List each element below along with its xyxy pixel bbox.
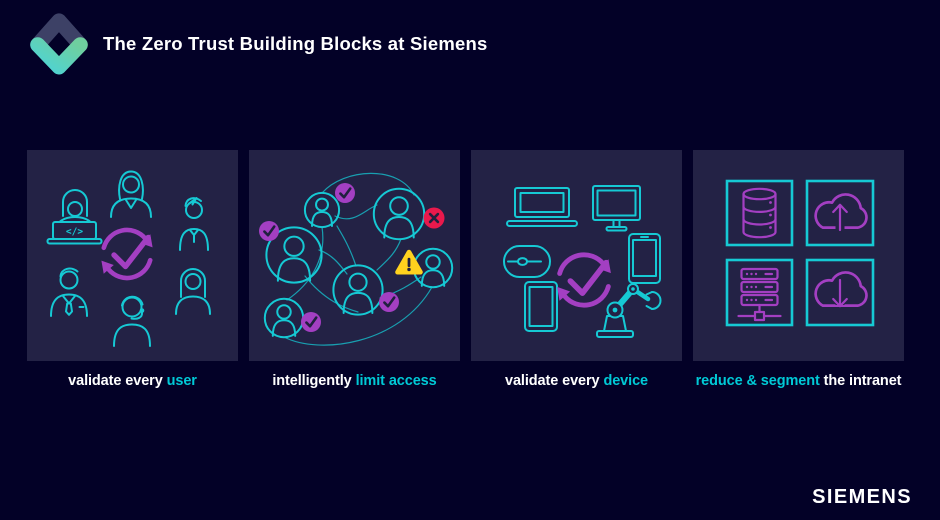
zero-trust-logo bbox=[28, 9, 90, 82]
segment-frame bbox=[725, 179, 794, 247]
caption-segment: limit access bbox=[355, 373, 437, 389]
approved-check-badge bbox=[257, 219, 281, 243]
caption-segment: device bbox=[603, 373, 648, 389]
segment-frame bbox=[805, 179, 875, 247]
caption-segment: intelligently bbox=[272, 373, 356, 389]
block-validate-user: </> bbox=[27, 150, 238, 389]
caption-limit-access: intelligently limit access bbox=[249, 373, 460, 389]
approved-check-badge bbox=[377, 290, 401, 314]
warning-triangle-badge bbox=[398, 252, 421, 272]
user-avatar-icon bbox=[264, 298, 304, 338]
caption-segment-intranet: reduce & segment the intranet bbox=[693, 373, 904, 389]
user-avatar-icon bbox=[304, 192, 340, 228]
user-avatar-icon bbox=[372, 187, 426, 241]
caption-segment: the intranet bbox=[819, 373, 902, 389]
block-validate-device: validate every device bbox=[471, 150, 682, 389]
caption-validate-device: validate every device bbox=[471, 373, 682, 389]
database-icon bbox=[742, 187, 777, 239]
logo-dark-band bbox=[30, 13, 88, 53]
caption-segment: validate every bbox=[504, 373, 604, 389]
server-rack-icon bbox=[737, 267, 782, 322]
devices-illustration bbox=[471, 150, 682, 361]
users-illustration: </> bbox=[27, 150, 238, 361]
code-glyph: </> bbox=[66, 227, 83, 238]
businesswoman-icon bbox=[110, 170, 152, 218]
denied-x-badge bbox=[422, 206, 446, 230]
caption-segment: user bbox=[166, 373, 197, 389]
laptop-icon bbox=[506, 187, 578, 227]
woman-icon bbox=[175, 268, 211, 315]
access-network-illustration bbox=[249, 150, 460, 361]
support-agent-headset-icon bbox=[113, 295, 151, 347]
segment-frame bbox=[725, 258, 794, 327]
sync-checkmark-icon bbox=[557, 255, 611, 305]
cloud-download-icon bbox=[814, 271, 868, 308]
cloud-upload-icon bbox=[814, 193, 868, 232]
sync-checkmark-icon bbox=[101, 230, 152, 278]
approved-check-badge bbox=[299, 310, 323, 334]
caption-segment: validate every bbox=[68, 373, 167, 389]
man-in-suit-icon bbox=[50, 267, 88, 317]
mouse-icon bbox=[503, 245, 551, 278]
segment-frame bbox=[805, 258, 875, 327]
block-segment-intranet: reduce & segment the intranet bbox=[693, 150, 904, 389]
logo-check-band bbox=[30, 37, 88, 75]
page-title: The Zero Trust Building Blocks at Siemen… bbox=[103, 33, 488, 54]
approved-check-badge bbox=[333, 181, 357, 205]
intranet-segments-illustration bbox=[693, 150, 904, 361]
network-connection-lines bbox=[283, 172, 433, 346]
developer-with-laptop-icon: </> bbox=[46, 189, 103, 245]
tablet-icon bbox=[524, 281, 558, 332]
monitor-icon bbox=[592, 185, 641, 232]
block-limit-access: intelligently limit access bbox=[249, 150, 460, 389]
robot-arm-icon bbox=[596, 283, 662, 338]
user-avatar-icon bbox=[332, 264, 384, 316]
smartphone-icon bbox=[628, 233, 661, 284]
young-man-icon bbox=[179, 197, 209, 251]
caption-validate-user: validate every user bbox=[27, 373, 238, 389]
building-blocks-row: </> bbox=[27, 150, 904, 389]
siemens-wordmark: SIEMENS bbox=[812, 486, 912, 508]
caption-segment: reduce & segment bbox=[695, 373, 820, 389]
